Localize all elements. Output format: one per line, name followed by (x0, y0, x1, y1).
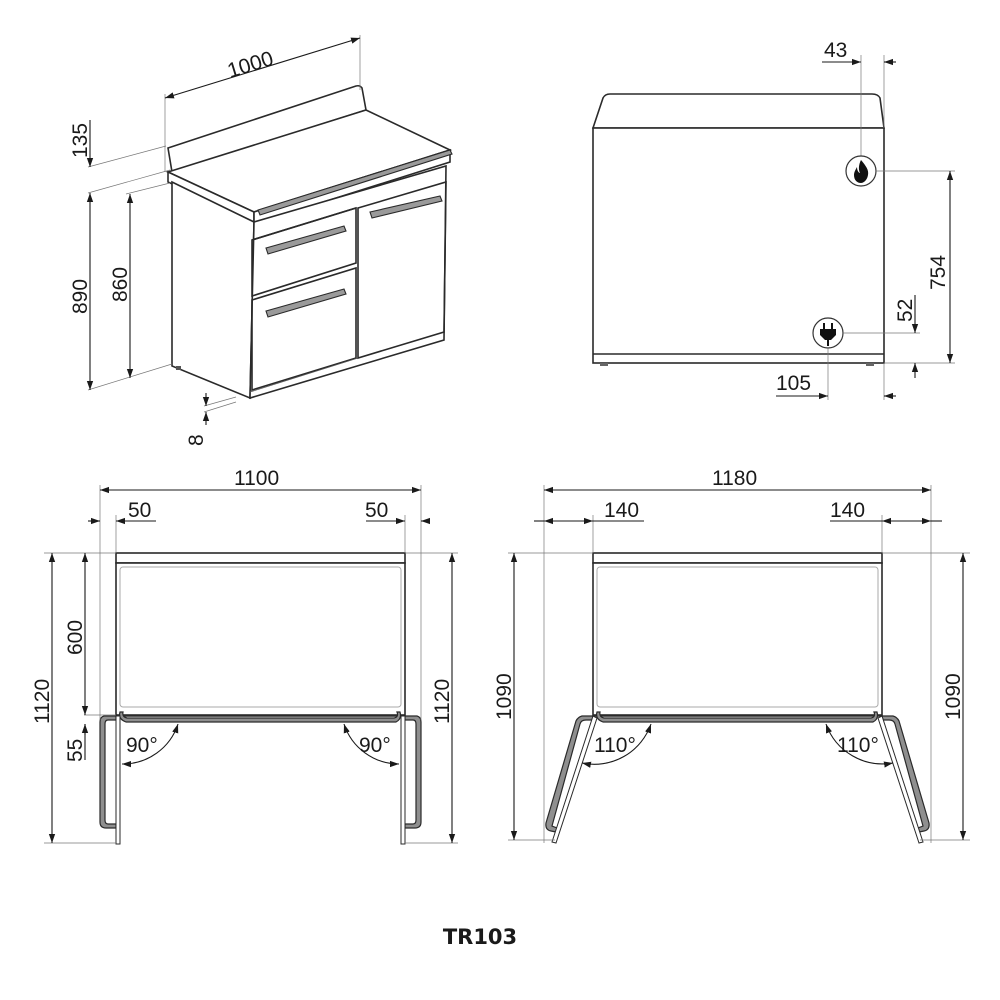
right-depth-label: 1120 (431, 679, 454, 724)
left-clearance-label: 140 (604, 499, 639, 522)
left-angle-label: 90° (126, 734, 158, 757)
model-caption: TR103 (442, 925, 518, 949)
gas-height-label: 754 (927, 255, 950, 290)
left-clearance-label: 50 (128, 499, 151, 522)
overall-width-label: 1180 (712, 467, 757, 490)
door-handle (369, 195, 443, 219)
right-clearance-label: 50 (365, 499, 388, 522)
splashback-height-label: 135 (69, 123, 92, 158)
top-drawer (251, 206, 357, 298)
right-clearance-label: 140 (830, 499, 865, 522)
left-angle-label: 110° (594, 734, 636, 757)
right-door-open (404, 715, 422, 829)
overall-height-label: 890 (69, 279, 92, 314)
depth-label: 600 (64, 620, 87, 655)
electric-offset-label: 105 (776, 372, 811, 395)
gas-offset-label: 43 (824, 39, 847, 62)
door-profile (119, 711, 402, 723)
left-depth-label: 1120 (31, 679, 54, 724)
door-thickness-label: 55 (64, 739, 87, 762)
oven-door (357, 180, 447, 360)
drawer-handle-bottom (265, 288, 347, 318)
worktop-height-label: 860 (109, 267, 132, 302)
width-label: 1000 (225, 47, 276, 83)
drawer-handle-top (265, 225, 347, 255)
left-door-open (545, 715, 594, 833)
top-view-90: 1100 50 50 1120 600 55 1120 90° 90° (31, 467, 458, 845)
overall-width-label: 1100 (234, 467, 279, 490)
top-view-110: 1180 140 140 1090 1090 110° 110° (493, 467, 970, 844)
foot-height-label: 8 (185, 434, 208, 446)
right-depth-label: 1090 (942, 673, 965, 720)
plug-icon (812, 317, 844, 349)
right-angle-label: 110° (837, 734, 879, 757)
electric-height-label: 52 (894, 299, 917, 322)
right-door-open (881, 715, 930, 833)
flame-icon (845, 155, 877, 187)
rear-splashback (591, 93, 885, 129)
rear-view: 43 754 52 105 (591, 39, 955, 400)
left-door-open (99, 715, 117, 829)
bottom-drawer (251, 266, 357, 392)
right-angle-label: 90° (359, 734, 391, 757)
isometric-view: 1000 135 890 860 8 (69, 35, 453, 446)
left-depth-label: 1090 (493, 673, 516, 720)
door-profile (596, 711, 879, 723)
rail (257, 149, 453, 216)
